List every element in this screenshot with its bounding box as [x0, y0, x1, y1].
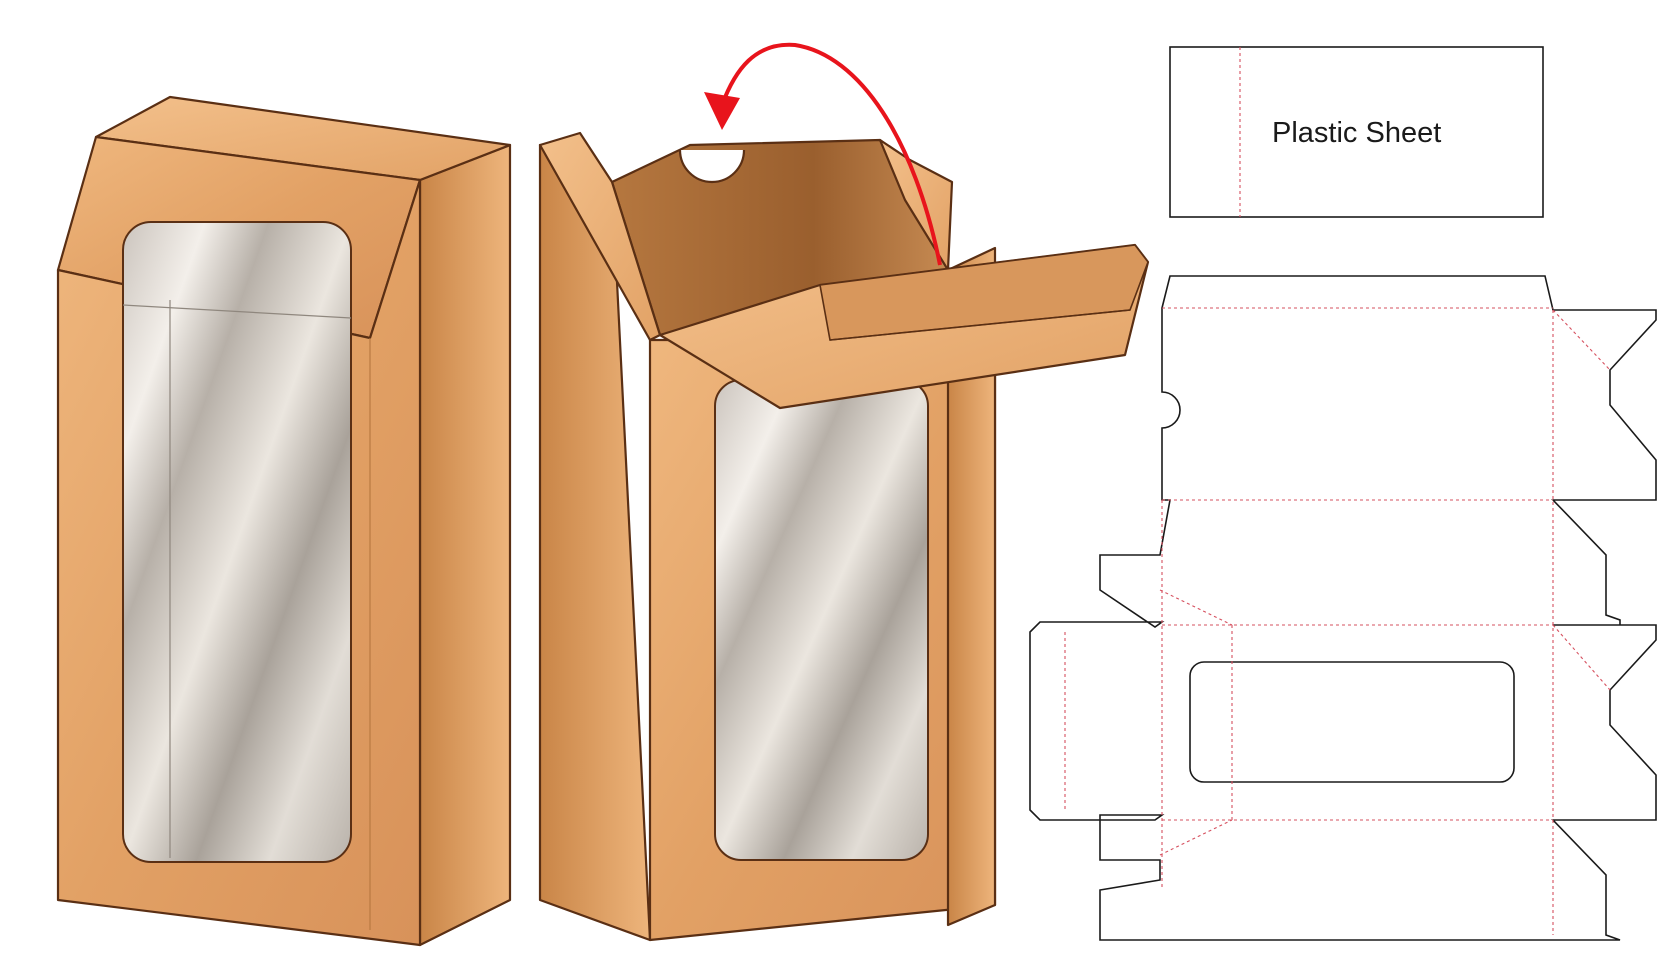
dieline-crease: [1552, 309, 1611, 371]
dieline-crease: [1159, 819, 1233, 856]
open-box-right-side: [946, 246, 997, 927]
plastic-sheet-diagram: Plastic Sheet: [1169, 46, 1544, 218]
dieline-crease: [1159, 589, 1233, 626]
open-box-thumb-notch: [678, 149, 746, 184]
dieline-crease: [1552, 624, 1611, 691]
curved-arrow-icon: [720, 42, 942, 266]
closed-box-side-panel: [418, 143, 512, 947]
closed-box-window-fold-edge: [122, 304, 352, 319]
curved-arrow-head: [704, 92, 740, 130]
closed-box-window: [122, 221, 352, 863]
dieline-cut-outline: [1029, 275, 1657, 941]
box-dieline: [1029, 275, 1657, 941]
open-box-window: [714, 379, 929, 861]
plastic-sheet-outline: [1169, 46, 1544, 218]
dieline-window-cutout: [1189, 661, 1515, 783]
open-box-lid-crease: [829, 309, 1131, 341]
plastic-sheet-label: Plastic Sheet: [1272, 117, 1441, 149]
open-box: [538, 42, 1150, 942]
open-box-top-dust-flap-left: [538, 131, 662, 342]
closed-box: [56, 95, 512, 947]
